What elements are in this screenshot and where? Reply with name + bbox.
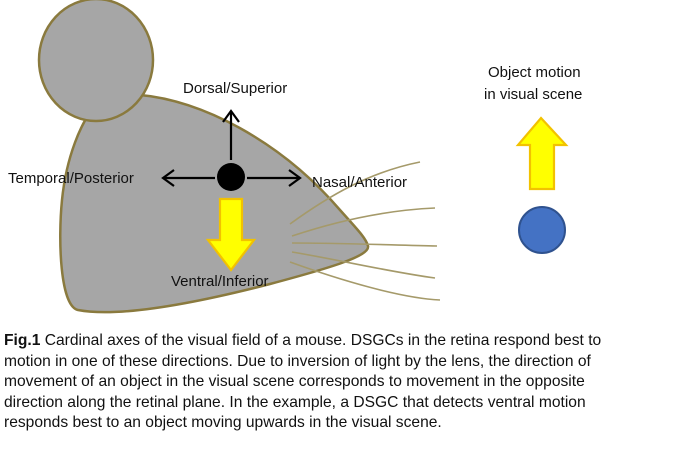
whiskers-icon [289, 161, 441, 301]
nasal-label: Nasal/Anterior [312, 174, 407, 191]
caption-line-4: direction along the retinal plane. In th… [4, 393, 586, 411]
temporal-arrow-head [161, 169, 175, 187]
retina-center-dot [217, 163, 245, 191]
mouse-ear-shape [37, 0, 155, 123]
object-motion-label-line1: Object motion [488, 64, 581, 81]
caption-line-1-text: Cardinal axes of the visual field of a m… [40, 332, 602, 349]
nasal-arrow-head [288, 169, 302, 187]
caption-line-2: motion in one of these directions. Due t… [4, 352, 591, 370]
temporal-label: Temporal/Posterior [8, 170, 134, 187]
figure-caption: Fig.1 Cardinal axes of the visual field … [4, 331, 685, 434]
caption-line-3: movement of an object in the visual scen… [4, 373, 585, 390]
ventral-label: Ventral/Inferior [171, 273, 269, 290]
object-motion-yellow-arrow-icon [515, 116, 569, 191]
cardinal-arrows-icon [161, 109, 302, 187]
mouse-visual-field-diagram: Dorsal/Superior Temporal/Posterior Nasal… [8, 0, 582, 314]
mouse-head-shape [59, 93, 370, 314]
figure-number-label: Fig.1 [4, 332, 41, 349]
object-motion-label-line2: in visual scene [484, 86, 582, 103]
caption-line-5: responds best to an object moving upward… [4, 414, 442, 431]
object-circle-icon [518, 206, 566, 254]
caption-line-1: Fig.1 Cardinal axes of the visual field … [4, 331, 685, 352]
dorsal-arrow-head [222, 109, 240, 123]
dorsal-label: Dorsal/Superior [183, 80, 287, 97]
ventral-yellow-arrow-icon [205, 197, 257, 272]
